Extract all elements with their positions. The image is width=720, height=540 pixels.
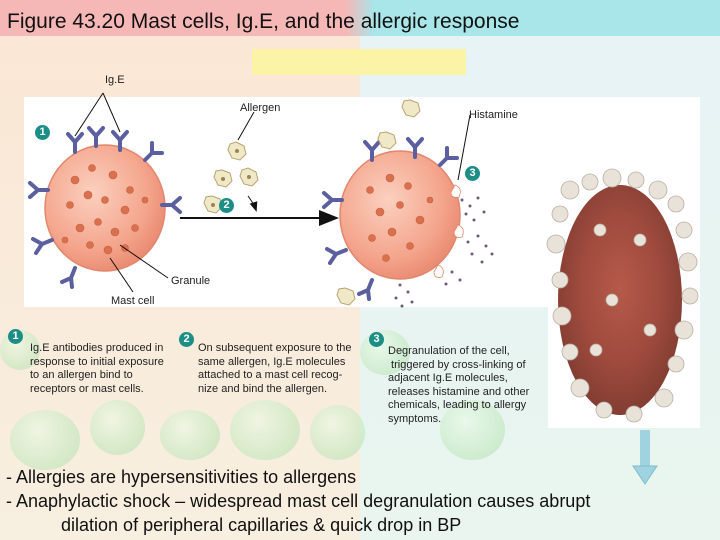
step-badge: 1	[35, 125, 50, 140]
step-badge: 1	[8, 329, 23, 344]
label-granule: Granule	[171, 275, 211, 287]
step-1-description: Ig.E antibodies produced in response to …	[30, 342, 164, 396]
step-text-line: to an allergen bind to	[30, 369, 133, 381]
step-text-line: Degranulation of the cell,	[388, 345, 510, 357]
mast-cell-left	[28, 92, 182, 293]
down-arrow	[632, 430, 658, 485]
step-badge: 2	[219, 198, 234, 213]
step-text-line: nize and bind the allergen.	[198, 382, 328, 395]
step-badge: 3	[369, 332, 384, 347]
bullet-allergies: - Allergies are hypersensitivities to al…	[6, 467, 357, 487]
label-histamine: Histamine	[469, 109, 518, 121]
step-text-line: releases histamine and other	[388, 385, 530, 398]
bg-bubble	[310, 405, 365, 460]
step-2-description: On subsequent exposure to the same aller…	[198, 342, 352, 396]
label-allergen: Allergen	[240, 102, 281, 114]
label-mast-cell: Mast cell	[111, 295, 155, 307]
bg-bubble	[360, 330, 410, 375]
page-title: Figure 43.20 Mast cells, Ig.E, and the a…	[7, 10, 520, 33]
step-text-line: response to initial exposure	[30, 355, 164, 368]
highlight-bar	[252, 49, 466, 75]
bullet-anaphylactic-shock: - Anaphylactic shock – widespread mast c…	[6, 491, 591, 511]
step-text-line: triggered by cross-linking of	[388, 358, 526, 371]
bg-bubble	[90, 400, 145, 455]
step-text-line: receptors or mast cells.	[30, 382, 144, 395]
bg-bubble	[440, 400, 505, 460]
step-3-description: Degranulation of the cell, triggered by …	[388, 345, 529, 426]
mast-cell-right	[322, 99, 471, 306]
mast-cell-micrograph	[546, 168, 699, 423]
bg-bubble	[230, 400, 300, 460]
histamine-dots	[394, 196, 494, 308]
bg-bubble	[160, 410, 220, 460]
allergen-core-dots	[211, 149, 251, 207]
step-text-line: adjacent Ig.E molecules,	[388, 372, 508, 384]
step-text-line: attached to a mast cell recog-	[198, 369, 343, 381]
title-band	[0, 0, 720, 36]
step-text-line: symptoms.	[388, 412, 442, 425]
bg-bubble	[10, 410, 80, 470]
step-text-line: chemicals, leading to allergy	[388, 399, 527, 411]
bullet-anaphylactic-shock-cont: dilation of peripheral capillaries & qui…	[6, 515, 462, 535]
step-badge: 2	[179, 332, 194, 347]
step-text-line: same allergen, Ig.E molecules	[198, 355, 346, 368]
label-ige: Ig.E	[105, 74, 125, 86]
step-text-line: Ig.E antibodies produced in	[30, 342, 164, 354]
step-text-line: On subsequent exposure to the	[198, 342, 352, 354]
step-badge: 3	[465, 166, 480, 181]
